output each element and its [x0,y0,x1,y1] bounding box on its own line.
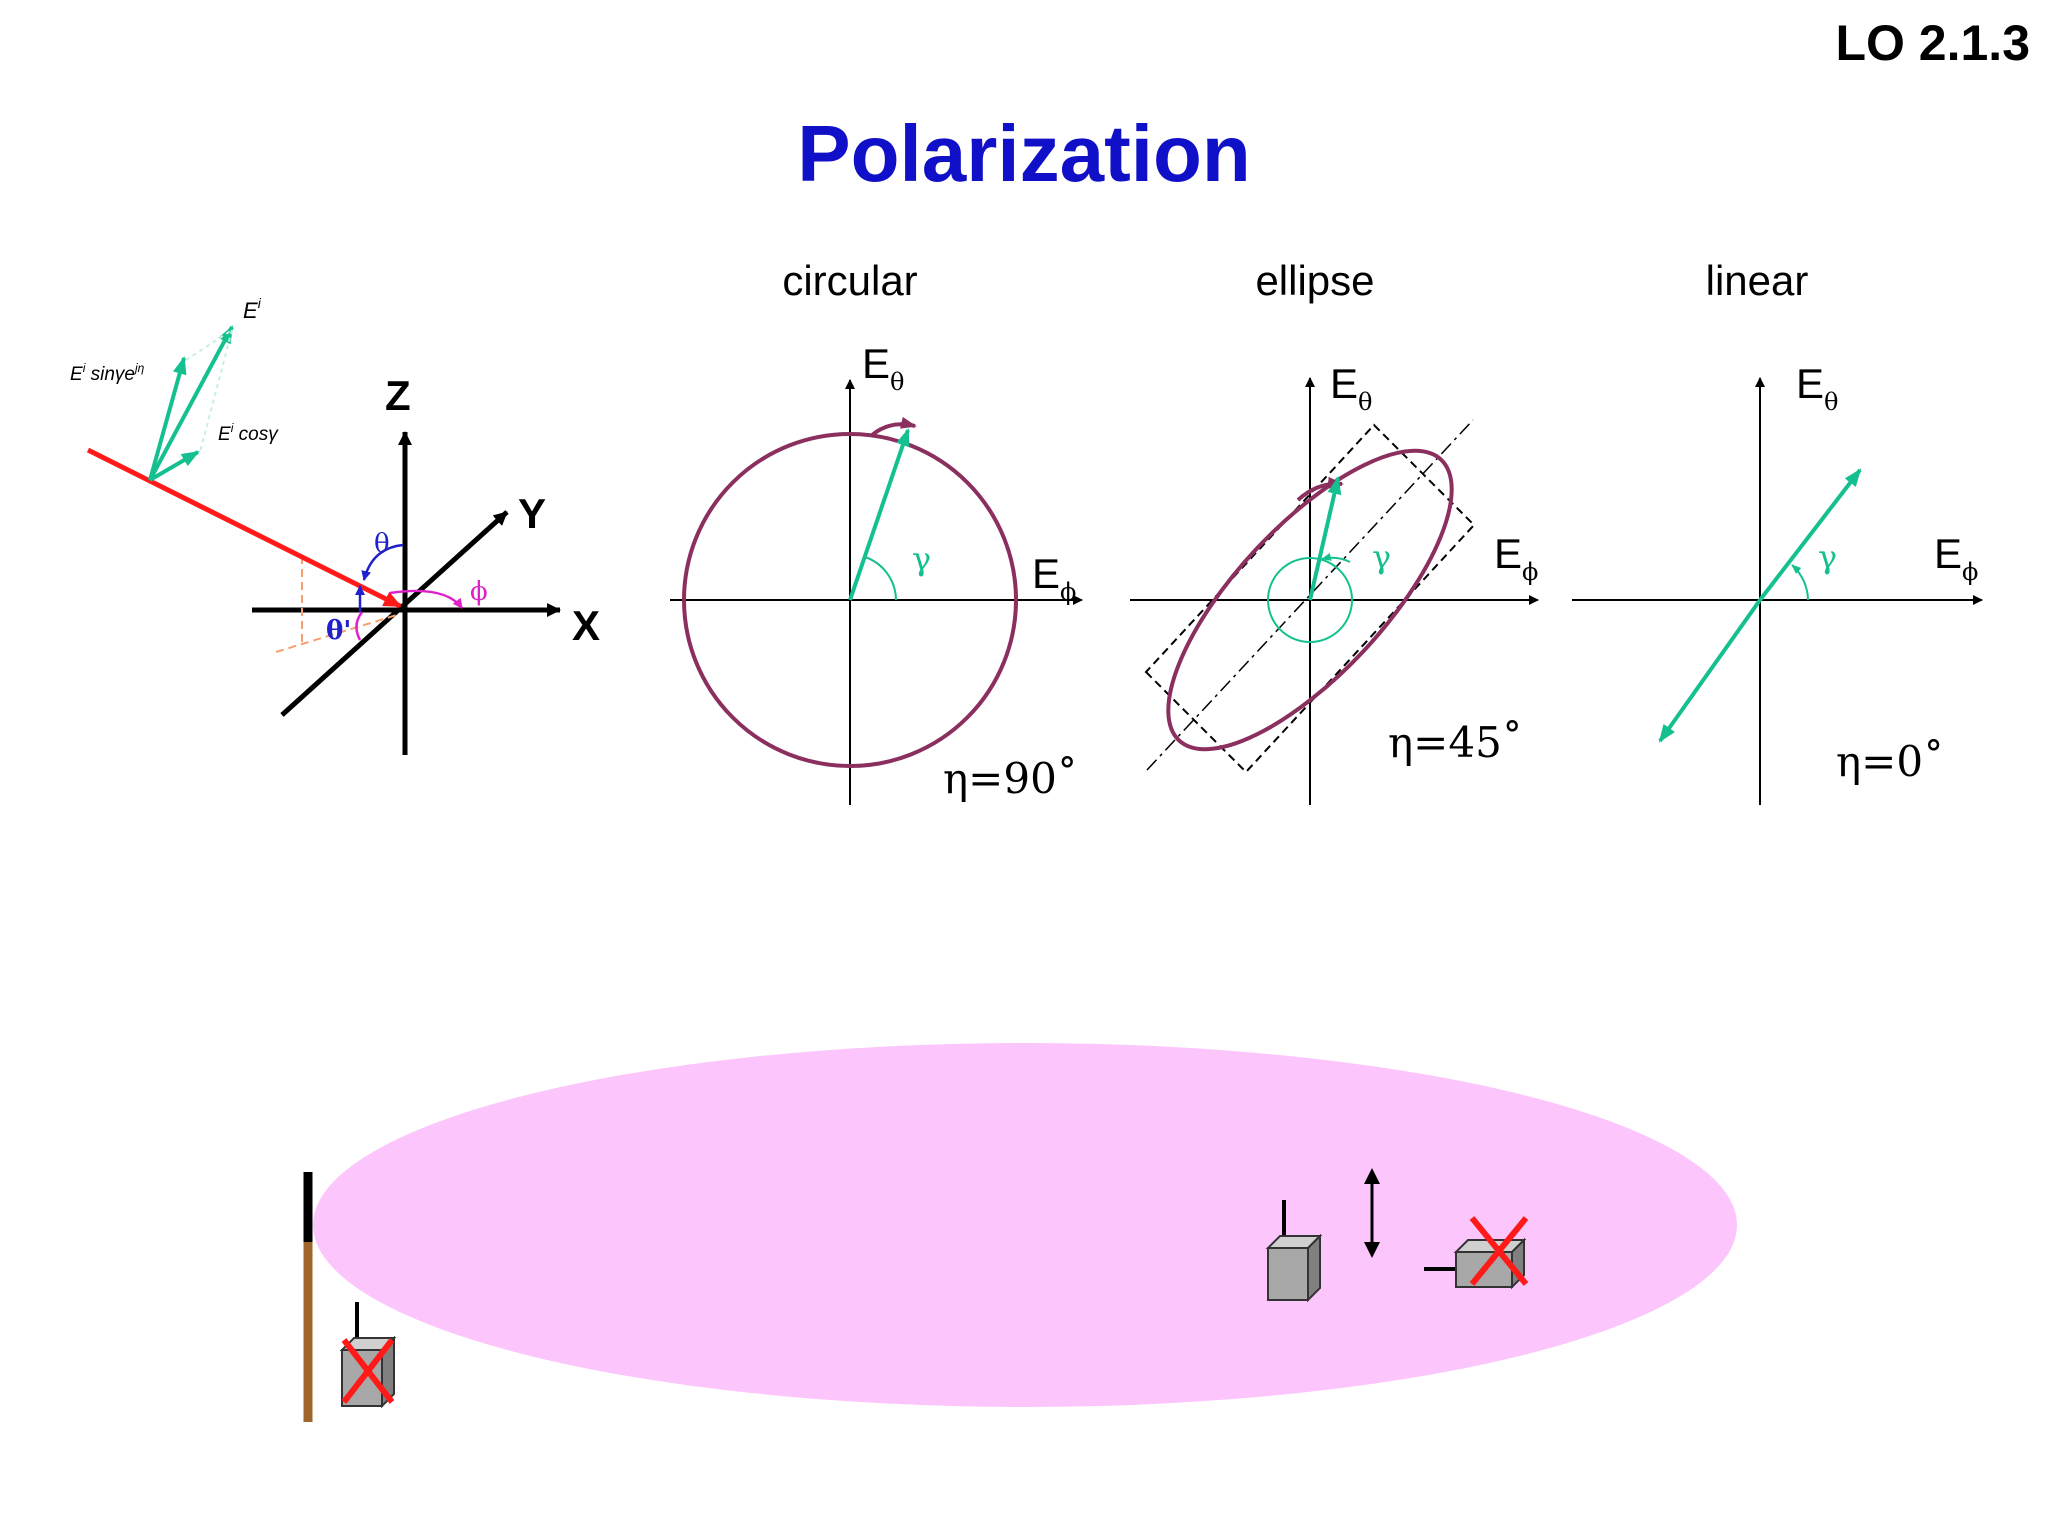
gamma-circle [1267,557,1353,643]
double-arrow-icon [1364,1168,1380,1258]
y-axis [280,510,509,717]
lesson-code: LO 2.1.3 [1835,15,2030,71]
field-vector-sin [148,356,187,481]
page-title: Polarization [797,109,1251,198]
axis-horizontal-label: Eϕ [1494,530,1538,586]
field-total-label: Ei [243,295,262,323]
red-x-icon [1469,1216,1529,1286]
field-sin-label: Ei sinγejη [70,361,145,385]
theta-label: θ [374,529,390,559]
field-vector-negative [1658,598,1762,743]
theta-prime-label: θ' [326,616,351,646]
coverage-ellipse [313,1043,1737,1407]
projection-line [275,613,401,653]
field-vector-total [148,325,234,481]
panel-title: linear [1706,257,1809,304]
axis-z-label: Z [385,372,411,419]
panel-linear: linear γ Eθ Eϕ η=0˚ [1572,257,1983,805]
ground-scene [303,1043,1737,1422]
radio-box-icon [1265,1200,1323,1303]
axis-x-label: X [572,602,600,649]
field-guide-line [199,329,233,453]
axis-vertical-label: Eθ [862,340,904,396]
field-vector [848,428,910,601]
panel-title: ellipse [1255,257,1374,304]
gamma-label: γ [1372,538,1391,576]
coordinate-system: Z Y X θ θ' ϕ Ei Ei sinγejη Ei cosγ [70,295,600,755]
field-vector [1308,476,1342,601]
field-vector-positive [1758,468,1862,602]
axis-vertical-label: Eθ [1796,360,1838,416]
panel-ellipse: ellipse γ Eθ Eϕ η=45˚ [1130,257,1539,805]
axis-horizontal-label: Eϕ [1032,550,1076,606]
field-vector-cos [148,450,200,482]
polarization-ellipse [1166,448,1454,752]
eta-label: η=0˚ [1836,737,1944,786]
theta-prime-arc [355,611,364,641]
theta-arc [361,543,404,581]
axis-horizontal-label: Eϕ [1934,530,1978,586]
phi-arc [389,589,464,609]
red-x-icon [341,1338,395,1404]
axis-vertical-label: Eθ [1330,360,1372,416]
gamma-arc [1321,553,1351,563]
panel-title: circular [782,257,917,304]
eta-label: η=90˚ [943,754,1078,803]
polarization-circle [682,432,1018,768]
gamma-label: γ [1818,538,1837,576]
phi-label: ϕ [470,577,488,607]
rotation-arrow [870,416,917,437]
field-guide-line [185,329,233,361]
major-axis-line [1146,419,1474,771]
axis-y-label: Y [518,490,546,537]
gamma-arc [864,556,897,601]
panel-circular: circular γ Eθ Eϕ η=90˚ [670,257,1083,805]
incident-ray [86,447,402,609]
gamma-arc [1791,564,1809,601]
eta-label: η=45˚ [1388,718,1523,767]
field-cos-label: Ei cosγ [218,421,279,445]
gamma-label: γ [912,540,931,578]
